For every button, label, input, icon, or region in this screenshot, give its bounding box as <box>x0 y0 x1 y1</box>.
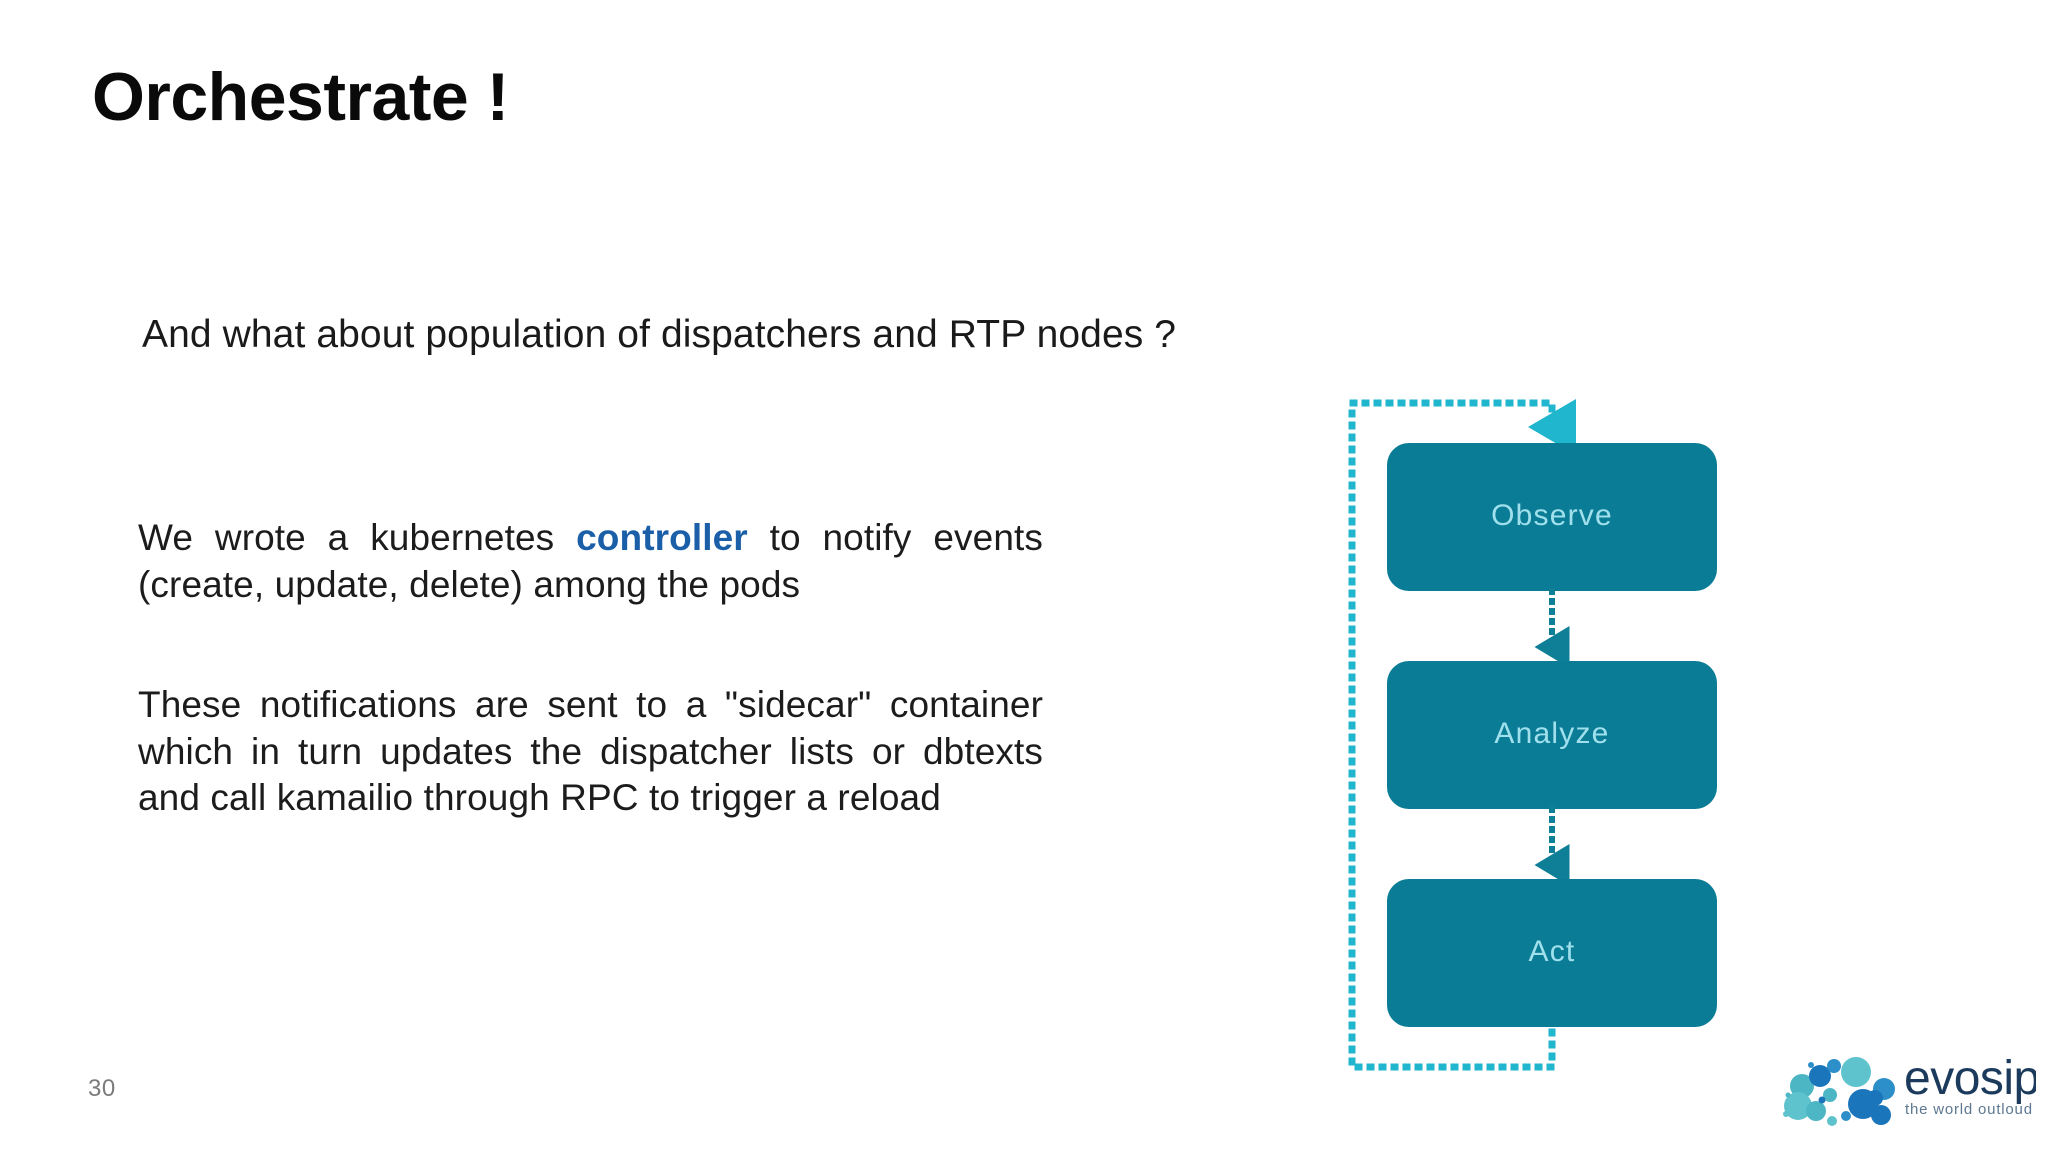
logo-bubble-cluster-icon <box>1783 1057 1895 1126</box>
accent-term-controller: controller <box>576 517 748 558</box>
page-title: Orchestrate ! <box>92 59 509 135</box>
diagram-node-label-act: Act <box>1529 935 1576 968</box>
lead-question-text: And what about population of dispatchers… <box>142 313 1177 356</box>
body-paragraph-sidecar: These notifications are sent to a "sidec… <box>138 684 1043 819</box>
body-paragraph-controller: We wrote a kubernetes controller to noti… <box>138 515 1043 608</box>
diagram-node-observe[interactable]: Observe <box>1387 443 1717 591</box>
diagram-node-label-analyze: Analyze <box>1494 717 1609 750</box>
diagram-node-analyze[interactable]: Analyze <box>1387 661 1717 809</box>
logo-tagline-text: the world outloud <box>1905 1101 2033 1118</box>
feedback-loop-path <box>1348 399 1576 1071</box>
paragraph-1-suffix: to notify events (create, update, delete… <box>138 517 1043 605</box>
observe-analyze-act-diagram: Observe Analyze Act <box>1320 385 1770 1085</box>
logo-wordmark-text: evosip <box>1904 1052 2036 1105</box>
paragraph-1-prefix: We wrote a kubernetes <box>138 517 577 558</box>
diagram-node-label-observe: Observe <box>1491 499 1613 532</box>
diagram-node-act[interactable]: Act <box>1387 879 1717 1027</box>
page-number: 30 <box>88 1075 116 1102</box>
evosip-logo: evosip the world outloud <box>1768 1048 2036 1134</box>
